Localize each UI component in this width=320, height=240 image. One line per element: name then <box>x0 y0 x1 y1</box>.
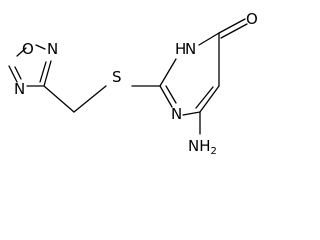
atom-n-pyr: N <box>171 105 182 123</box>
bond-c2-n3h <box>159 58 177 87</box>
bond-c4-o-double <box>220 23 248 39</box>
atom-nh2: NH2 <box>188 137 217 157</box>
atom-nh2-main: NH <box>188 137 211 155</box>
atom-labels: O N N S H N N O NH2 <box>14 10 258 157</box>
bond-c5-c6-inner <box>195 86 214 109</box>
atom-n-ring-3: N <box>47 40 58 58</box>
bond-c6-n1 <box>182 111 201 116</box>
bond-c4-o <box>218 18 246 34</box>
bond-n2-o1 <box>35 44 46 50</box>
bond-c3-n2-double <box>43 60 52 87</box>
atom-o-ring: O <box>22 40 34 58</box>
bond-c5-c6 <box>199 85 220 113</box>
bond-c3-ch2 <box>43 85 75 113</box>
bond-c3-n2-inner <box>39 61 47 83</box>
atom-s-linker: S <box>112 68 122 86</box>
bond-o-c5 <box>16 47 27 57</box>
atom-nh-h: H <box>175 40 186 58</box>
bond-ch2-s <box>73 85 107 113</box>
bond-c5-n4 <box>8 65 18 83</box>
bond-c5-n4-double <box>14 66 22 80</box>
bonds <box>8 18 248 135</box>
atom-nh2-subscript: 2 <box>211 146 217 157</box>
bond-n3h-c4 <box>198 32 220 46</box>
atom-nh-n: N <box>185 40 196 58</box>
bond-n1-c2 <box>159 85 173 108</box>
atom-n-ring-lower: N <box>14 80 25 98</box>
bond-n1-c2-inner <box>165 85 177 104</box>
chemical-structure: O N N S H N N O NH2 <box>8 10 258 157</box>
atom-o-carbonyl: O <box>246 10 258 28</box>
